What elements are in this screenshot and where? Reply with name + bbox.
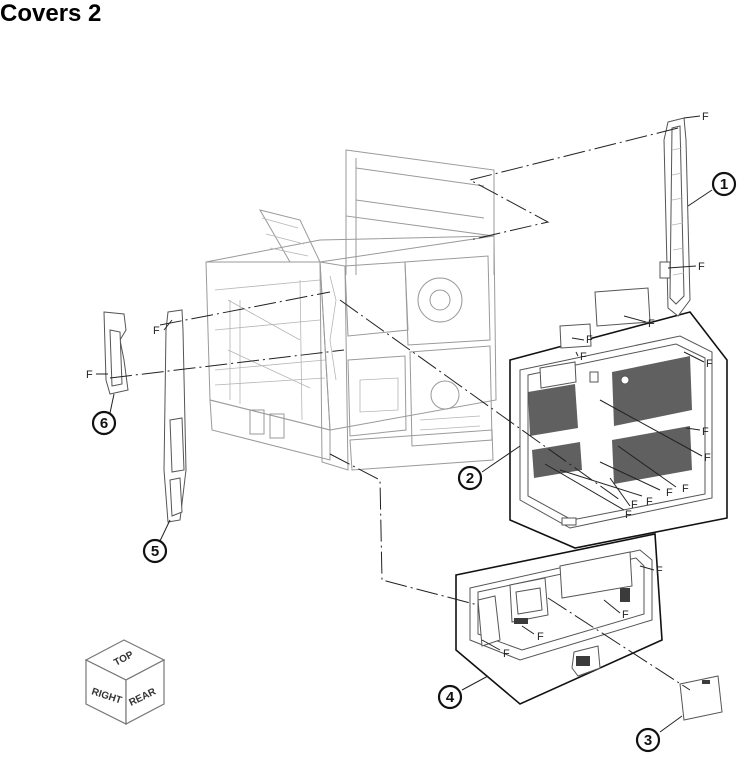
bracket-small-square bbox=[559, 323, 592, 349]
fastener-labels: F F F F F F F F F F F F F F F F F F F bbox=[86, 111, 713, 660]
fastener-label: F bbox=[622, 609, 629, 621]
fastener-label: F bbox=[702, 111, 709, 123]
svg-text:4: 4 bbox=[446, 689, 455, 706]
fastener-label: F bbox=[153, 325, 160, 337]
orientation-cube: TOP RIGHT REAR bbox=[84, 639, 166, 725]
callout-6: 6 bbox=[91, 410, 117, 436]
svg-text:1: 1 bbox=[720, 176, 728, 193]
fastener-label: F bbox=[86, 369, 93, 381]
fastener-label: F bbox=[503, 648, 510, 660]
svg-text:3: 3 bbox=[644, 732, 652, 749]
fastener-label: F bbox=[702, 426, 709, 438]
fastener-label: F bbox=[648, 318, 655, 330]
fastener-label: F bbox=[646, 496, 653, 508]
assembly-lines bbox=[109, 127, 691, 691]
printer-frame bbox=[205, 149, 497, 471]
fastener-label: F bbox=[682, 483, 689, 495]
part-3-cover-plate bbox=[679, 675, 723, 721]
svg-text:6: 6 bbox=[100, 415, 108, 432]
part-5-left-bracket bbox=[163, 309, 187, 523]
fastener-label: F bbox=[537, 631, 544, 643]
callout-5: 5 bbox=[142, 538, 168, 564]
callout-1: 1 bbox=[711, 171, 737, 197]
fastener-label: F bbox=[625, 509, 632, 521]
fastener-label: F bbox=[631, 499, 638, 511]
fastener-label: F bbox=[586, 334, 593, 346]
callouts: 1 2 3 4 5 6 bbox=[91, 171, 737, 753]
svg-text:2: 2 bbox=[466, 470, 474, 487]
fastener-label: F bbox=[704, 452, 711, 464]
part-4-front-cover bbox=[469, 549, 653, 661]
fastener-label: F bbox=[666, 487, 673, 499]
svg-text:5: 5 bbox=[151, 543, 159, 560]
bracket-small-rect bbox=[594, 287, 651, 327]
fastener-label: F bbox=[698, 261, 705, 273]
fastener-label: F bbox=[656, 565, 663, 577]
callout-3: 3 bbox=[635, 727, 661, 753]
part-6-left-cover bbox=[103, 311, 129, 395]
part-1-rear-bracket bbox=[659, 117, 691, 317]
fastener-label: F bbox=[706, 358, 713, 370]
part-2-side-cover bbox=[519, 335, 713, 529]
page-title: Covers 2 bbox=[0, 0, 102, 27]
fastener-label: F bbox=[580, 351, 587, 363]
callout-4: 4 bbox=[437, 684, 463, 710]
callout-2: 2 bbox=[457, 465, 483, 491]
